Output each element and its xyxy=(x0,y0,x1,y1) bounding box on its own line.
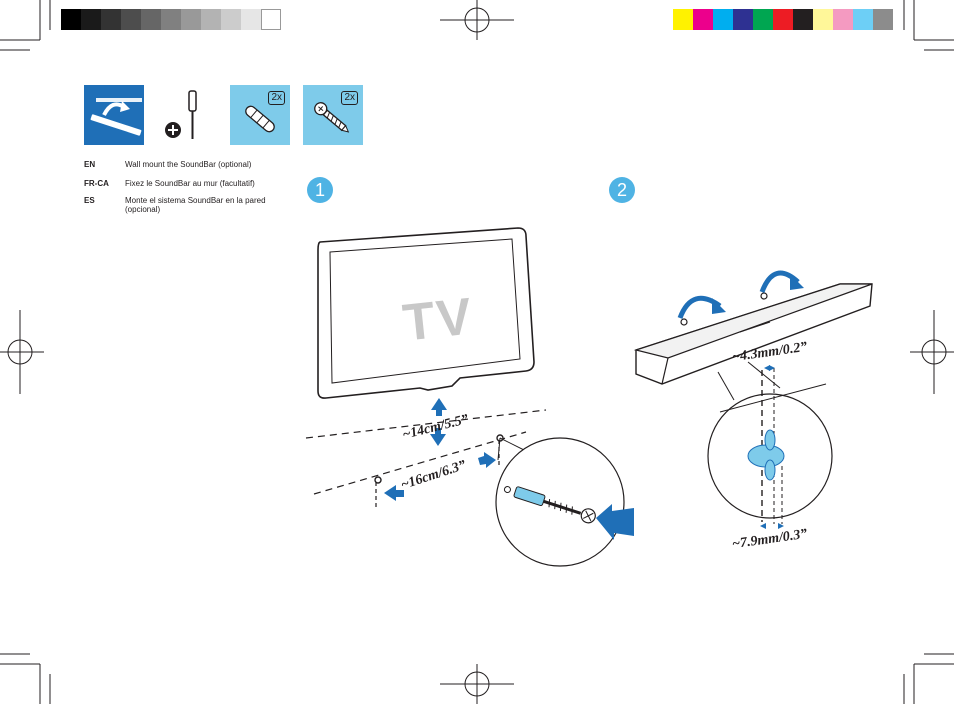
screw-icon xyxy=(314,102,350,133)
color-swatch xyxy=(853,9,873,30)
color-swatch xyxy=(813,9,833,30)
color-swatch xyxy=(773,9,793,30)
color-swatch xyxy=(101,9,121,30)
figure-2-illustration xyxy=(633,270,873,529)
color-swatch xyxy=(733,9,753,30)
step-2-badge: 2 xyxy=(609,177,635,203)
color-swatch xyxy=(161,9,181,30)
wall-plug-and-screw-detail xyxy=(503,486,596,524)
color-swatch xyxy=(241,9,261,30)
drill-zoom-circle xyxy=(495,437,625,567)
push-arrow xyxy=(596,504,634,540)
figure-1-illustration xyxy=(305,227,634,567)
lang-code: FR-CA xyxy=(84,179,109,188)
color-swatch xyxy=(181,9,201,30)
color-swatch xyxy=(693,9,713,30)
color-swatch xyxy=(201,9,221,30)
color-swatch xyxy=(833,9,853,30)
tv-bottom-guide xyxy=(305,409,547,439)
color-swatch xyxy=(793,9,813,30)
screw-hole-left xyxy=(374,476,382,484)
tool-box-wall-plug: 2x xyxy=(230,85,290,145)
lang-code: ES xyxy=(84,196,95,205)
step-1-badge: 1 xyxy=(307,177,333,203)
screw-count: 2x xyxy=(341,91,358,105)
instruction-text: Wall mount the SoundBar (optional) xyxy=(125,160,252,169)
color-swatch xyxy=(713,9,733,30)
wall-plug-icon xyxy=(245,105,275,133)
keyhole-mount-detail xyxy=(747,429,785,481)
vertical-gap-arrow xyxy=(430,398,447,446)
lang-code: EN xyxy=(84,160,96,169)
screw-hole-guide xyxy=(313,431,527,495)
color-swatch xyxy=(873,9,893,30)
color-swatch xyxy=(221,9,241,30)
wall-screw-right xyxy=(760,292,768,300)
color-swatch xyxy=(61,9,81,30)
tool-box-soundbar xyxy=(84,85,144,145)
color-swatch xyxy=(121,9,141,30)
tv-label: TV xyxy=(400,287,477,353)
measure-ticks xyxy=(760,365,784,529)
instruction-text: Fixez le SoundBar au mur (facultatif) xyxy=(125,179,255,188)
tv-screen xyxy=(329,238,521,384)
horizontal-spacing-arrows xyxy=(384,452,496,501)
color-swatch xyxy=(141,9,161,30)
color-swatch xyxy=(753,9,773,30)
color-swatch xyxy=(261,9,281,30)
soundbar-wall-icon xyxy=(84,85,144,145)
tool-box-screwdriver xyxy=(157,85,217,145)
wall-screw-left xyxy=(680,318,688,326)
instruction-text: Monte el sistema SoundBar en la pared (o… xyxy=(125,196,266,214)
soundbar-body xyxy=(633,283,873,385)
color-swatch xyxy=(673,9,693,30)
wall-plug-count: 2x xyxy=(268,91,285,105)
tool-box-screw: 2x xyxy=(303,85,363,145)
screwdriver-icon xyxy=(157,85,217,145)
color-swatch xyxy=(81,9,101,30)
